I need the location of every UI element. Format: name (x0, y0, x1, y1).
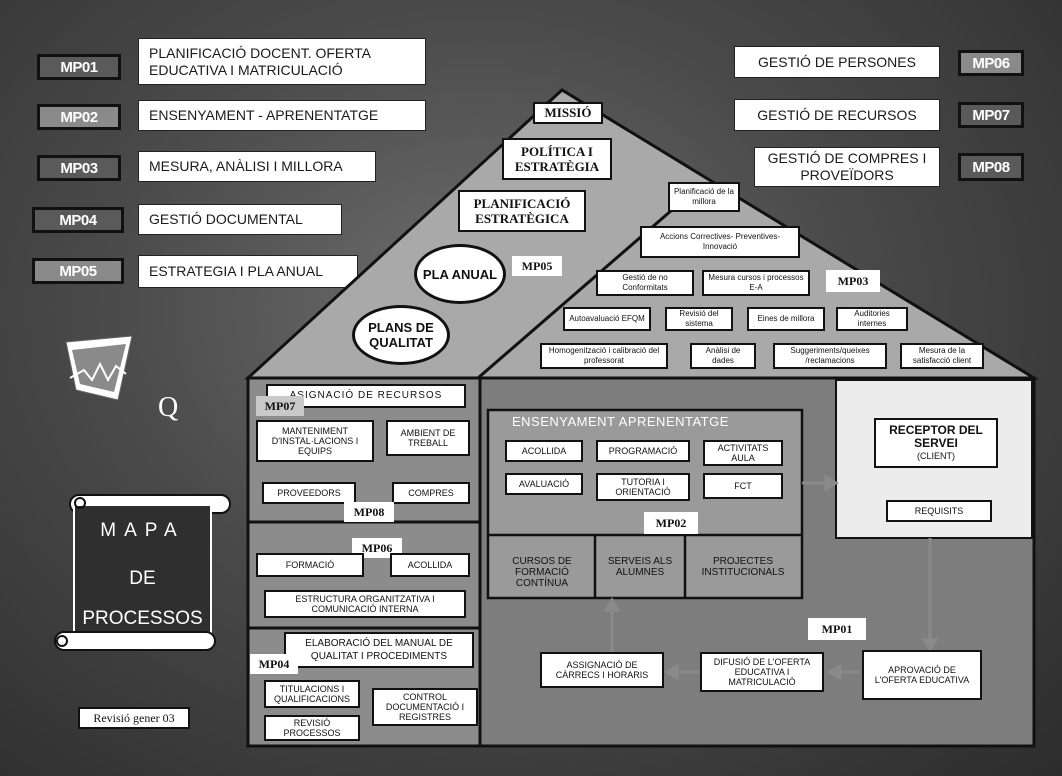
aprovacio-box: APROVACIÓ DE L'OFERTA EDUCATIVA (862, 650, 982, 700)
mp06-tag: MP06 (352, 538, 402, 558)
roof-divider (477, 188, 696, 380)
assignacio-box: ASSIGNACIÓ DE CÀRRECS I HORARIS (540, 652, 664, 688)
accions-box: Accions Correctives- Preventives- Innova… (640, 226, 800, 258)
receptor-title-box: RECEPTOR DEL SERVEI (CLIENT) (874, 418, 998, 468)
mp08-tag: MP08 (344, 502, 394, 522)
cursos-label: CURSOS DE FORMACIÓ CONTÍNUA (512, 555, 572, 589)
eines-millora-box: Eines de millora (747, 307, 825, 331)
formacio-box: FORMACIÓ (256, 553, 364, 577)
mp04-tag: MP04 (250, 654, 298, 674)
logo-q-letter: Q (158, 392, 179, 423)
tutoria-box: TUTORIA I ORIENTACIÓ (596, 473, 690, 501)
mp01-label: PLANIFICACIÓ DOCENT. OFERTA EDUCATIVA I … (138, 38, 426, 85)
suggeriments-box: Suggeriments/queixes /reclamacions (773, 343, 887, 369)
mp06-code: MP06 (958, 50, 1024, 76)
requisits-box: REQUISITS (886, 500, 992, 522)
mp04-code: MP04 (32, 207, 124, 233)
mapa-line2: DE (129, 568, 156, 589)
mp03-code: MP03 (37, 155, 121, 181)
politica-box: POLÍTICA I ESTRATÈGIA (502, 138, 612, 180)
mesura-cursos-box: Mesura cursos i processos E-A (702, 270, 810, 296)
difusio-box: DIFUSIÓ DE L'OFERTA EDUCATIVA I MATRICUL… (700, 652, 824, 692)
receptor-title: RECEPTOR DEL SERVEI (889, 422, 983, 450)
mapa-line3: PROCESSOS (82, 608, 203, 629)
pla-anual-oval: PLA ANUAL (414, 244, 506, 304)
activitats-box: ACTIVITATS AULA (703, 440, 783, 466)
mp07-tag: MP07 (256, 396, 304, 416)
control-box: CONTROL DOCUMENTACIÓ I REGISTRES (372, 688, 478, 726)
mp03-tag: MP03 (826, 270, 880, 292)
revisio-label: Revisió gener 03 (78, 707, 190, 729)
mp02-code: MP02 (37, 104, 121, 130)
missio-box: MISSIÓ (533, 102, 603, 124)
titulacions-box: TITULACIONS I QUALIFICACIONS (264, 680, 360, 708)
ensenyament-title: ENSENYAMENT APRENENTATGE (512, 414, 729, 429)
mp08-label: GESTIÓ DE COMPRES I PROVEÏDORS (754, 147, 940, 187)
serveis-label: SERVEIS ALS ALUMNES (607, 556, 673, 578)
mp07-code: MP07 (958, 102, 1024, 128)
ambient-box: AMBIENT DE TREBALL (386, 420, 470, 456)
mp05-label: ESTRATEGIA I PLA ANUAL (138, 255, 358, 288)
q-logo (65, 335, 133, 401)
mp08-code: MP08 (958, 153, 1024, 181)
homogenitzacio-box: Homogenització i calibració del professo… (540, 343, 668, 369)
receptor-sub: (CLIENT) (917, 450, 955, 461)
mp03-label: MESURA, ANÀLISI I MILLORA (138, 151, 376, 182)
satisfaccio-box: Mesura de la satisfacció client (900, 343, 984, 369)
analisi-dades-box: Anàlisi de dades (690, 343, 756, 369)
mp07-label: GESTIÓ DE RECURSOS (734, 99, 940, 131)
mapa-line1: MAPA (100, 520, 185, 541)
acollida-center-box: ACOLLIDA (505, 440, 583, 462)
projectes-label: PROJECTES INSTITUCIONALS (701, 556, 785, 578)
revisio-processos-box: REVISIÓ PROCESSOS (264, 715, 360, 741)
no-conformitats-box: Gestió de no Conformitats (596, 270, 694, 296)
autoavaluacio-box: Autoavaluació EFQM (563, 307, 651, 331)
manteniment-box: MANTENIMENT D'INSTAL·LACIONS I EQUIPS (256, 420, 374, 462)
mp06-label: GESTIÓ DE PERSONES (734, 46, 940, 78)
auditories-box: Auditories internes (836, 307, 908, 331)
compres-box: COMPRES (392, 482, 470, 504)
fct-box: FCT (703, 473, 783, 499)
mp02-tag: MP02 (644, 512, 698, 534)
mp01-code: MP01 (37, 54, 121, 80)
avaluacio-box: AVALUACIÓ (505, 473, 583, 495)
mp01-tag: MP01 (808, 618, 866, 640)
acollida-left-box: ACOLLIDA (390, 553, 470, 577)
mapa-scroll (54, 494, 231, 651)
estructura-box: ESTRUCTURA ORGANITZATIVA I COMUNICACIÓ I… (264, 590, 466, 618)
proveedors-box: PROVEEDORS (262, 482, 356, 504)
programacio-box: PROGRAMACIÓ (596, 440, 690, 462)
planificacio-millora-box: Planificació de la millora (668, 182, 740, 212)
revisio-sistema-box: Revisió del sistema (665, 307, 733, 331)
elaboracio-box: ELABORACIÓ DEL MANUAL DE QUALITAT I PROC… (284, 632, 474, 668)
mp05-tag: MP05 (512, 256, 562, 276)
planificacio-box: PLANIFICACIÓ ESTRATÈGICA (458, 190, 586, 232)
plans-qualitat-oval: PLANS DE QUALITAT (352, 305, 450, 365)
mp04-label: GESTIÓ DOCUMENTAL (138, 204, 342, 235)
mp02-label: ENSENYAMENT - APRENENTATGE (138, 100, 426, 131)
mp05-code: MP05 (32, 258, 124, 284)
